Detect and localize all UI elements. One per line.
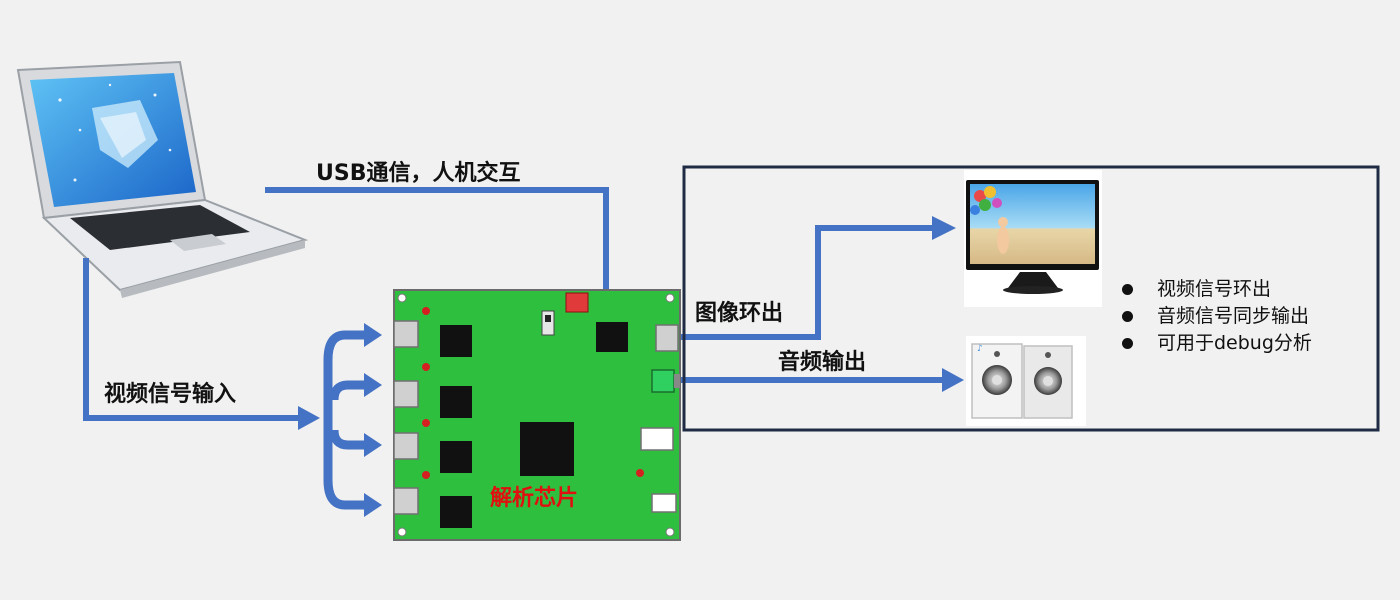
audio-out-arrow — [680, 368, 964, 392]
feature-item: 可用于debug分析 — [1122, 330, 1312, 357]
laptop-icon — [16, 60, 309, 298]
feature-text: 音频信号同步输出 — [1157, 305, 1310, 327]
fanout-arrows — [323, 330, 366, 510]
image-loop-arrow — [680, 216, 956, 340]
svg-text:♪: ♪ — [977, 344, 983, 354]
output-frame — [682, 165, 1380, 432]
chip-label: 解析芯片 — [490, 486, 579, 511]
fanout-arrow-heads — [364, 323, 382, 517]
feature-text: 视频信号环出 — [1157, 278, 1272, 300]
feature-item: 音频信号同步输出 — [1122, 303, 1312, 330]
bullet-icon — [1122, 311, 1133, 322]
feature-item: 视频信号环出 — [1122, 276, 1312, 303]
feature-text: 可用于debug分析 — [1157, 332, 1312, 354]
audio-out-label: 音频输出 — [778, 350, 867, 375]
usb-link-label: USB通信，人机交互 — [316, 161, 521, 186]
bullet-icon — [1122, 284, 1133, 295]
video-input-label: 视频信号输入 — [104, 382, 237, 407]
image-loop-label: 图像环出 — [695, 301, 784, 326]
speakers-icon: ♪ — [966, 336, 1086, 426]
monitor-icon — [964, 170, 1102, 307]
pcb-board — [393, 289, 681, 541]
feature-list: 视频信号环出 音频信号同步输出 可用于debug分析 — [1122, 276, 1312, 357]
video-input-arrow — [83, 258, 320, 430]
bullet-icon — [1122, 338, 1133, 349]
